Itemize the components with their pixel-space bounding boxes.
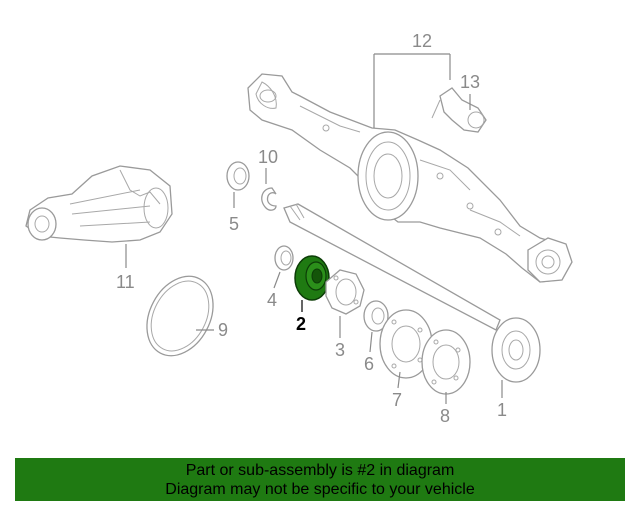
callout-10: 10 xyxy=(258,147,278,167)
oil-seal-part-6[interactable] xyxy=(363,300,389,332)
axle-housing-part-12[interactable] xyxy=(247,73,573,283)
callout-4: 4 xyxy=(267,290,277,310)
callout-9: 9 xyxy=(218,320,228,340)
plate-part-8[interactable] xyxy=(421,329,471,395)
parts-diagram: 12 13 10 5 11 9 4 2 3 6 7 8 1 xyxy=(25,31,573,426)
seal-part-5[interactable] xyxy=(226,161,250,191)
callout-5: 5 xyxy=(229,214,239,234)
snap-ring-part-10[interactable] xyxy=(261,187,277,211)
callout-2: 2 xyxy=(296,314,306,334)
bracket-part-13[interactable] xyxy=(431,87,487,133)
callout-6: 6 xyxy=(364,354,374,374)
info-banner: Part or sub-assembly is #2 in diagram Di… xyxy=(15,458,625,501)
leader-lines xyxy=(125,53,503,404)
banner-line-2: Diagram may not be specific to your vehi… xyxy=(165,481,475,498)
callout-8: 8 xyxy=(440,406,450,426)
differential-carrier-part-11[interactable] xyxy=(25,165,173,243)
axle-shaft-part-1[interactable] xyxy=(283,203,541,383)
retainer-part-3[interactable] xyxy=(325,269,365,315)
callout-1: 1 xyxy=(497,400,507,420)
callout-7: 7 xyxy=(392,390,402,410)
spacer-part-4[interactable] xyxy=(274,245,294,271)
callout-3: 3 xyxy=(335,340,345,360)
callout-11: 11 xyxy=(116,272,135,292)
callout-12: 12 xyxy=(412,31,432,51)
bearing-part-2[interactable] xyxy=(294,255,330,301)
gasket-part-9[interactable] xyxy=(134,265,226,367)
banner-line-1: Part or sub-assembly is #2 in diagram xyxy=(185,462,455,479)
callout-13: 13 xyxy=(460,72,480,92)
